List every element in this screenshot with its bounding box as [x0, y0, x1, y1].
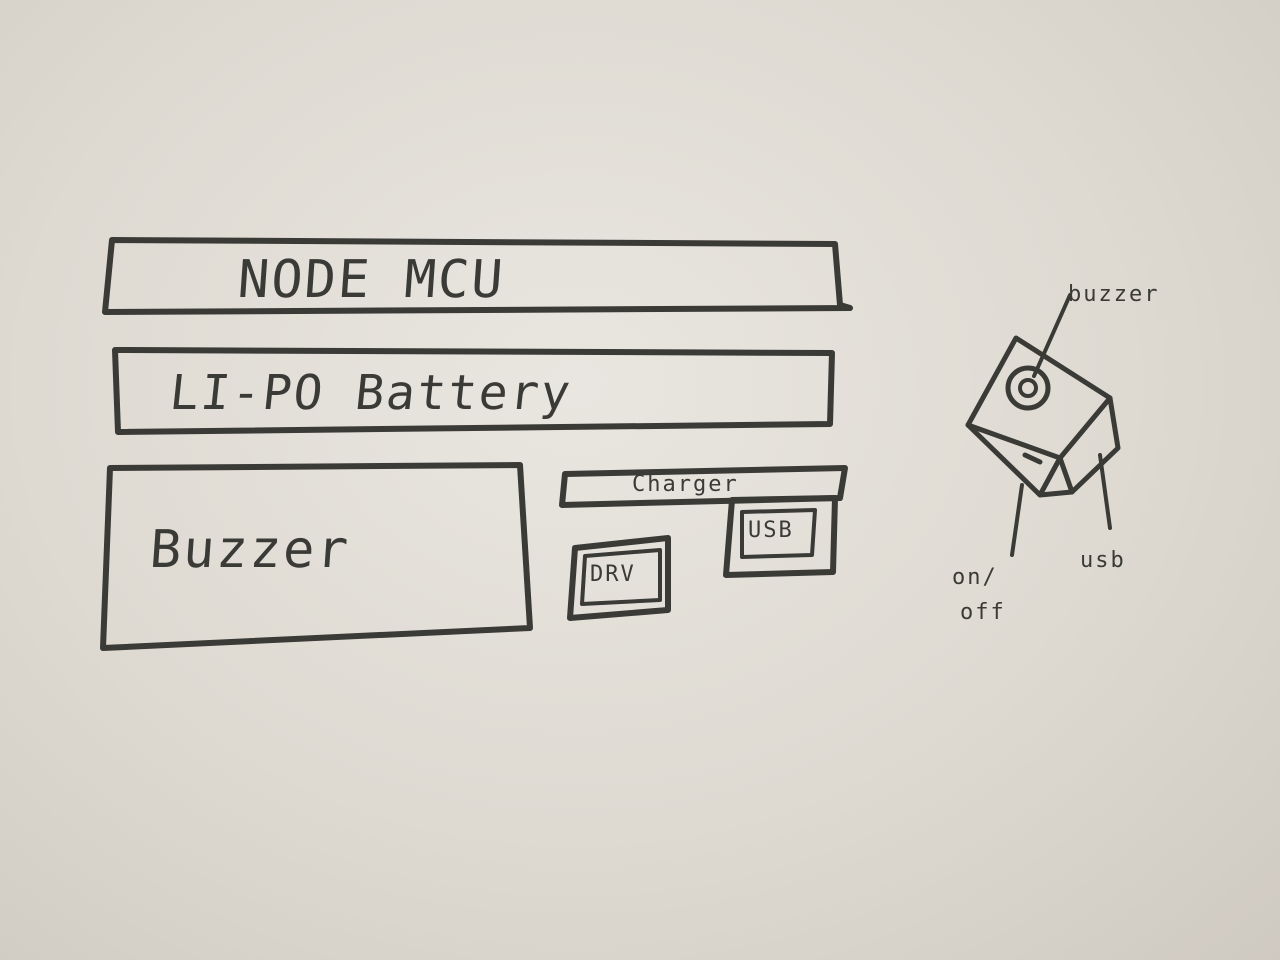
buzzer-box [100, 462, 533, 651]
drv-box [567, 535, 671, 621]
drv-inner [580, 548, 662, 606]
battery-label: LI-PO Battery [167, 365, 575, 421]
iso-left-face [965, 422, 1063, 498]
battery-box [112, 347, 835, 435]
charger-box [559, 465, 848, 508]
iso-onoff-leader [1010, 483, 1024, 557]
iso-on-label: on/ [952, 565, 998, 590]
node-mcu-label: NODE MCU [235, 250, 507, 310]
iso-usb-label: usb [1080, 548, 1126, 573]
iso-switch-mark [1022, 452, 1043, 465]
iso-buzzer-leader [1032, 293, 1072, 378]
charger-label: Charger [632, 472, 739, 497]
iso-bottom-edge [1037, 489, 1075, 498]
usb-label: USB [748, 518, 794, 543]
node-mcu-box [102, 237, 853, 315]
iso-buzzer-outer [1005, 365, 1051, 411]
usb-box [723, 495, 838, 578]
iso-right-face [1057, 395, 1121, 495]
iso-buzzer-inner [1018, 378, 1038, 398]
drv-label: DRV [590, 562, 636, 587]
buzzer-label: Buzzer [147, 520, 352, 580]
iso-buzzer-label: buzzer [1068, 282, 1160, 307]
iso-top-face [965, 335, 1113, 461]
usb-inner [740, 508, 817, 559]
iso-usb-leader [1098, 453, 1112, 530]
iso-off-label: off [960, 600, 1006, 625]
